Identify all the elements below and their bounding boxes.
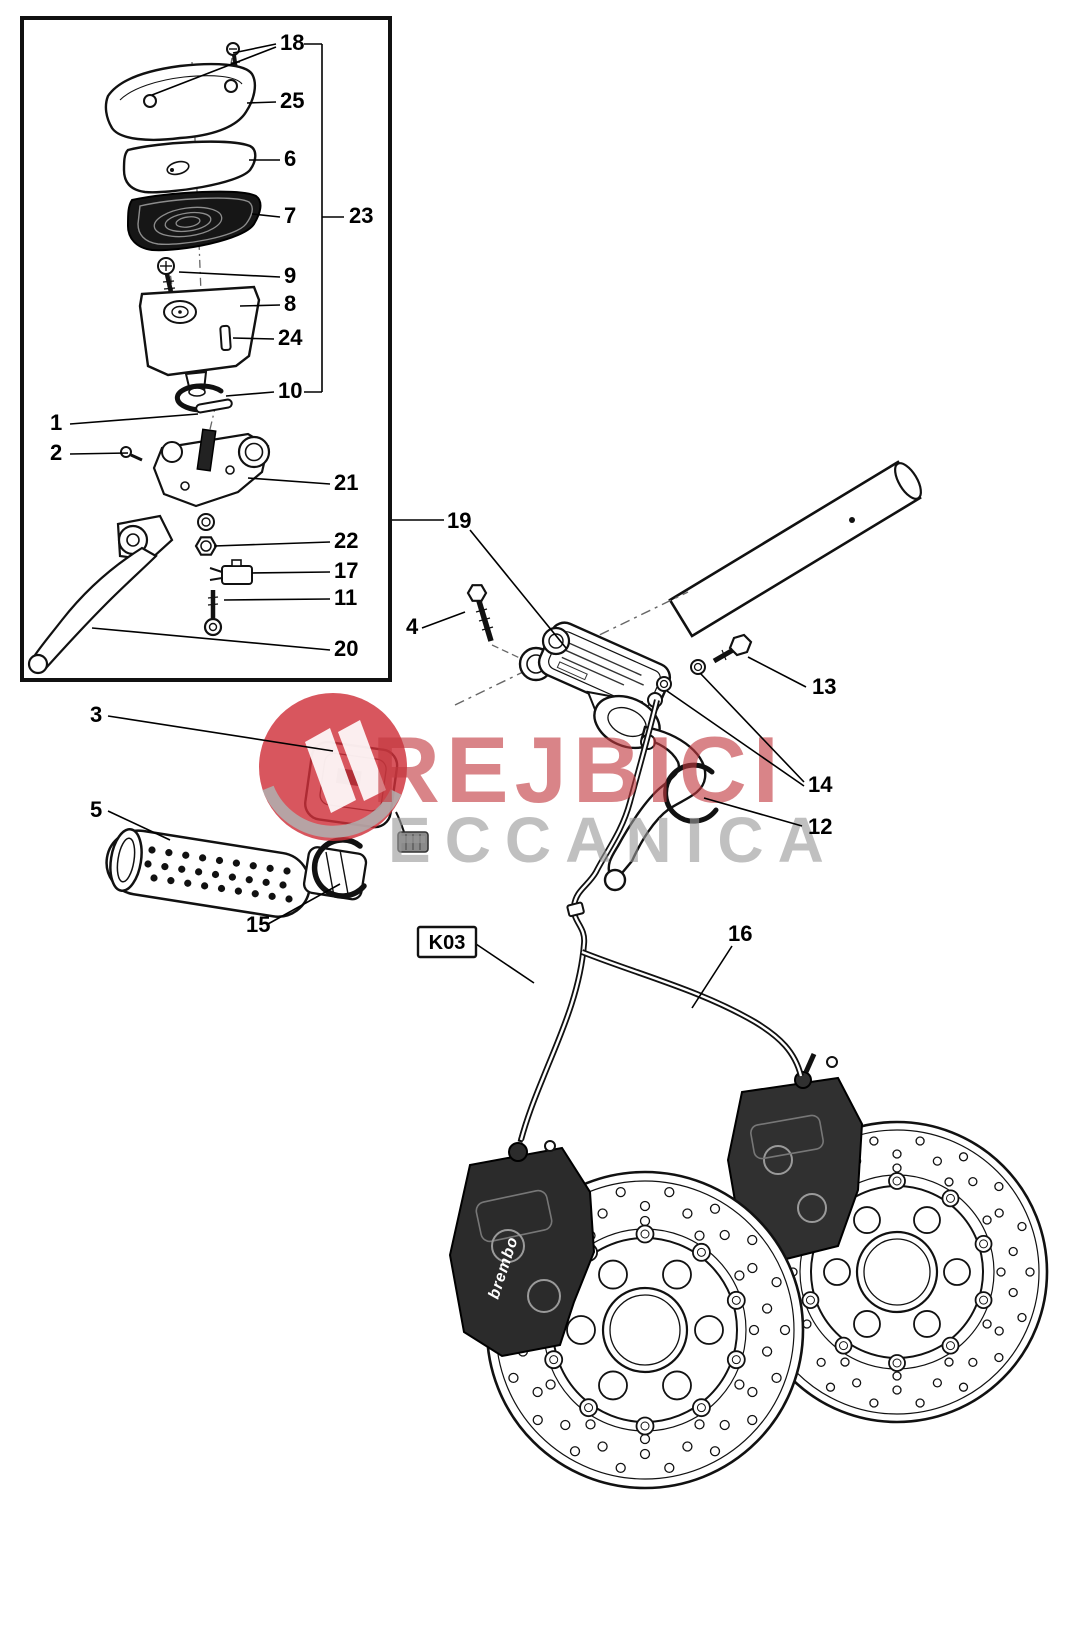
switch-bolt bbox=[203, 590, 223, 637]
callout-15: 15 bbox=[246, 912, 270, 937]
left-bleed-nipple bbox=[544, 1140, 556, 1152]
master-cylinder-assembly bbox=[518, 621, 707, 892]
handlebar bbox=[454, 460, 922, 706]
reservoir-cover bbox=[104, 62, 257, 142]
callout-22: 22 bbox=[334, 528, 358, 553]
callout-12: 12 bbox=[808, 814, 832, 839]
callout-10: 10 bbox=[278, 378, 302, 403]
banjo-washer bbox=[690, 659, 706, 675]
leader-lines bbox=[69, 43, 807, 1009]
callout-3: 3 bbox=[90, 702, 102, 727]
watermark: REJBICI ECCANICA bbox=[259, 693, 838, 876]
callout-19: 19 bbox=[447, 508, 471, 533]
callout-7: 7 bbox=[284, 203, 296, 228]
callout-4: 4 bbox=[406, 614, 419, 639]
kit-label: K03 bbox=[416, 925, 478, 959]
right-bleed-nipple bbox=[826, 1056, 838, 1068]
callout-23: 23 bbox=[349, 203, 373, 228]
callout-8: 8 bbox=[284, 291, 296, 316]
callouts: 18 25 6 7 23 9 8 24 10 1 2 21 22 17 11 2… bbox=[50, 30, 836, 959]
pushrod-pin bbox=[195, 398, 233, 414]
callout-1: 1 bbox=[50, 410, 62, 435]
callout-24: 24 bbox=[278, 325, 303, 350]
callout-14: 14 bbox=[808, 772, 833, 797]
hose-tie bbox=[566, 901, 585, 918]
callout-13: 13 bbox=[812, 674, 836, 699]
callout-9: 9 bbox=[284, 263, 296, 288]
callout-25: 25 bbox=[280, 88, 304, 113]
callout-16: 16 bbox=[728, 921, 752, 946]
banjo-washer bbox=[656, 676, 672, 692]
callout-2: 2 bbox=[50, 440, 62, 465]
inset-box bbox=[20, 16, 392, 682]
brake-hose bbox=[518, 699, 804, 1141]
callout-6: 6 bbox=[284, 146, 296, 171]
lever-ball-end bbox=[603, 868, 627, 892]
master-cylinder-body bbox=[152, 428, 271, 531]
watermark-word2: ECCANICA bbox=[388, 804, 838, 876]
left-banjo-fitting bbox=[508, 1142, 528, 1162]
callout-17: 17 bbox=[334, 558, 358, 583]
banjo-hardware bbox=[656, 633, 753, 824]
left-brake-caliper: brembo bbox=[448, 1121, 596, 1358]
callout-11: 11 bbox=[334, 585, 357, 610]
lever-nut bbox=[194, 536, 218, 556]
cover-plate bbox=[122, 140, 257, 194]
callout-20: 20 bbox=[334, 636, 358, 661]
diaphragm bbox=[126, 190, 262, 252]
right-brake-caliper bbox=[726, 1052, 864, 1262]
small-screw bbox=[120, 446, 143, 462]
watermark-word1: REJBICI bbox=[372, 717, 785, 822]
callout-5: 5 bbox=[90, 797, 102, 822]
callout-21: 21 bbox=[334, 470, 358, 495]
inset-lever bbox=[27, 514, 174, 675]
hose-clip bbox=[663, 762, 719, 824]
clamp-bolt bbox=[466, 584, 525, 661]
callout-18: 18 bbox=[280, 30, 304, 55]
banjo-bolt bbox=[728, 633, 753, 657]
brake-lever-blade bbox=[607, 725, 707, 878]
kit-label-text: K03 bbox=[429, 932, 466, 954]
stop-switch bbox=[209, 559, 253, 585]
